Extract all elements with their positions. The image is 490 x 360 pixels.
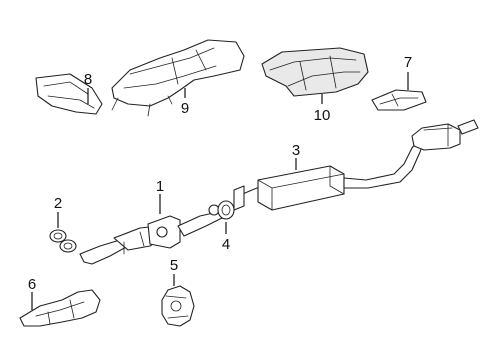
part-9-heat-insulator (111, 39, 245, 117)
part-10-heat-insulator (261, 47, 369, 97)
part-1-front-exhaust-pipe (79, 204, 223, 265)
callout-6: 6 (28, 276, 36, 293)
callout-4: 4 (222, 236, 230, 253)
callout-8: 8 (84, 71, 92, 88)
callout-10: 10 (314, 107, 331, 124)
part-4-gasket-ring (217, 200, 235, 220)
callout-1: 1 (156, 178, 164, 195)
callout-9: 9 (181, 100, 189, 117)
part-8-heat-insulator (35, 73, 103, 115)
callout-7: 7 (404, 54, 412, 71)
part-2-gasket (49, 229, 77, 253)
callout-5: 5 (170, 257, 178, 274)
part-5-hanger-support (161, 285, 195, 327)
callout-2: 2 (54, 195, 62, 212)
callout-3: 3 (292, 142, 300, 159)
part-3-exhaust-pipe-muffler (233, 119, 479, 211)
part-7-heat-insulator (371, 89, 427, 111)
part-6-support-bracket (19, 289, 101, 327)
